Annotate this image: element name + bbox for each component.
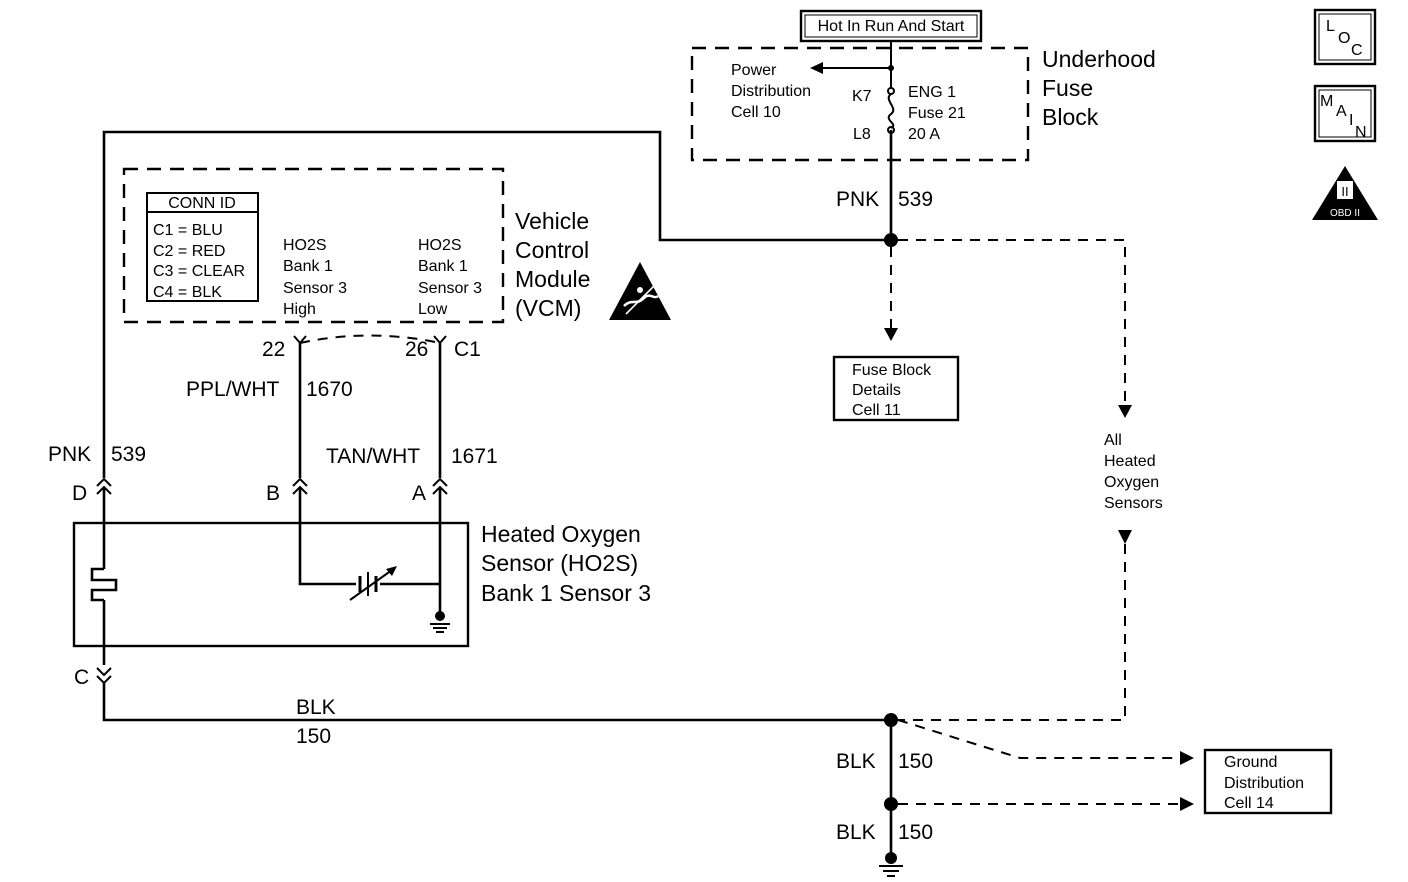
vcm-pin-22: 22 bbox=[262, 338, 285, 361]
variable-resistor-icon bbox=[349, 566, 397, 601]
ho2s-low-line-4: Low bbox=[418, 301, 448, 318]
loc-letter-l: L bbox=[1326, 18, 1335, 35]
blk-150-main-color: BLK bbox=[296, 696, 336, 719]
blk-150-b-circuit: 150 bbox=[898, 821, 933, 844]
blk-150-main-circuit: 150 bbox=[296, 725, 331, 748]
ppl-wht-label: PPL/WHT bbox=[186, 378, 280, 401]
pin-l8: L8 bbox=[853, 126, 871, 143]
ho2s-low-line-3: Sensor 3 bbox=[418, 280, 482, 297]
fuse-21-symbol bbox=[887, 93, 895, 129]
ground-distribution-line-2: Distribution bbox=[1224, 775, 1304, 792]
chassis-ground-icon bbox=[879, 852, 903, 877]
splice-blk-150-bottom bbox=[884, 797, 898, 811]
fuse-label-line-3: 20 A bbox=[908, 126, 940, 143]
sensor-pin-d: D bbox=[72, 482, 87, 505]
sensor-title-3: Bank 1 Sensor 3 bbox=[481, 580, 651, 606]
ground-distribution-line-1: Ground bbox=[1224, 754, 1277, 771]
tan-wht-label: TAN/WHT bbox=[326, 445, 420, 468]
vcm-pin-26: 26 bbox=[405, 338, 428, 361]
hot-in-run-label: Hot In Run And Start bbox=[818, 18, 965, 35]
all-sensors-line-4: Sensors bbox=[1104, 495, 1163, 512]
ho2s-low-line-2: Bank 1 bbox=[418, 258, 468, 275]
fuse-details-line-1: Fuse Block bbox=[852, 362, 932, 379]
main-badge[interactable]: M A I N bbox=[1313, 84, 1377, 143]
ground-distribution-line-3: Cell 14 bbox=[1224, 795, 1274, 812]
vcm-title-3: Module bbox=[515, 266, 590, 292]
sensor-connector-c bbox=[96, 667, 112, 685]
fuse-block-title-1: Underhood bbox=[1042, 46, 1156, 72]
ground-icon bbox=[430, 611, 450, 633]
vcm-connector-c1: C1 bbox=[454, 338, 481, 361]
pnk-539-left-circuit: 539 bbox=[111, 443, 146, 466]
pnk-539-wire-left bbox=[102, 130, 891, 478]
hot-in-run-label-box: Hot In Run And Start bbox=[799, 9, 983, 43]
all-sensors-line-2: Heated bbox=[1104, 453, 1156, 470]
obd-ii-badge[interactable]: II OBD II bbox=[1312, 166, 1378, 220]
vcm-title-2: Control bbox=[515, 237, 589, 263]
fuse-label-line-2: Fuse 21 bbox=[908, 105, 966, 122]
fuse-details-line-2: Details bbox=[852, 382, 901, 399]
sensor-connector-a bbox=[432, 477, 448, 525]
fuse-label-line-1: ENG 1 bbox=[908, 84, 956, 101]
sensor-pin-b: B bbox=[266, 482, 280, 505]
pnk-539-top-circuit: 539 bbox=[898, 188, 933, 211]
ppl-wht-circuit: 1670 bbox=[306, 378, 353, 401]
fuse-block-title-3: Block bbox=[1042, 104, 1099, 130]
vcm-title-4: (VCM) bbox=[515, 295, 581, 321]
ho2s-high-line-2: Bank 1 bbox=[283, 258, 333, 275]
underhood-fuse-block-outline bbox=[690, 46, 1030, 162]
pnk-539-top-color: PNK bbox=[836, 188, 879, 211]
heater-element-icon bbox=[90, 525, 118, 665]
blk-150-a-color: BLK bbox=[836, 750, 876, 773]
power-distribution-line-1: Power bbox=[731, 62, 777, 79]
power-distribution-line-2: Distribution bbox=[731, 83, 811, 100]
conn-id-c2: C2 = RED bbox=[153, 243, 225, 260]
blk-150-a-circuit: 150 bbox=[898, 750, 933, 773]
vcm-title-1: Vehicle bbox=[515, 208, 589, 234]
ho2s-component-box bbox=[72, 521, 470, 648]
sensor-title-1: Heated Oxygen bbox=[481, 521, 641, 547]
tan-wht-circuit: 1671 bbox=[451, 445, 498, 468]
pnk-539-left-color: PNK bbox=[48, 443, 91, 466]
pin-k7: K7 bbox=[852, 88, 872, 105]
blk-150-wire bbox=[102, 683, 891, 722]
conn-id-title: CONN ID bbox=[168, 195, 236, 212]
obd-ii-text: OBD II bbox=[1330, 208, 1360, 219]
main-letter-i: I bbox=[1349, 112, 1353, 129]
ho2s-low-line-1: HO2S bbox=[418, 237, 462, 254]
all-sensors-line-1: All bbox=[1104, 432, 1122, 449]
ho2s-high-line-1: HO2S bbox=[283, 237, 327, 254]
sensor-title-2: Sensor (HO2S) bbox=[481, 550, 638, 576]
conn-id-table: CONN ID C1 = BLU C2 = RED C3 = CLEAR C4 … bbox=[146, 192, 259, 302]
vcm-outline bbox=[122, 167, 505, 324]
loc-letter-c: C bbox=[1351, 42, 1363, 59]
ho2s-high-line-4: High bbox=[283, 301, 316, 318]
main-letter-a: A bbox=[1336, 103, 1347, 120]
sensor-connector-d bbox=[96, 477, 112, 525]
sensor-pin-a: A bbox=[412, 482, 426, 505]
ground-distribution-box: Ground Distribution Cell 14 bbox=[1203, 748, 1333, 815]
loc-letter-o: O bbox=[1338, 30, 1350, 47]
main-letter-n: N bbox=[1355, 124, 1367, 141]
power-distribution-line-3: Cell 10 bbox=[731, 104, 781, 121]
esd-warning-icon bbox=[609, 262, 671, 320]
sensor-connector-b bbox=[292, 477, 308, 525]
fuse-block-details-box: Fuse Block Details Cell 11 bbox=[832, 355, 960, 422]
conn-id-c3: C3 = CLEAR bbox=[153, 263, 245, 280]
conn-id-c1: C1 = BLU bbox=[153, 222, 223, 239]
loc-badge[interactable]: L O C bbox=[1313, 8, 1377, 66]
ho2s-high-line-3: Sensor 3 bbox=[283, 280, 347, 297]
conn-id-c4: C4 = BLK bbox=[153, 284, 222, 301]
obd-ii-roman: II bbox=[1341, 184, 1348, 199]
main-letter-m: M bbox=[1320, 93, 1333, 110]
sensor-pin-c: C bbox=[74, 666, 89, 689]
blk-150-b-color: BLK bbox=[836, 821, 876, 844]
fuse-block-title-2: Fuse bbox=[1042, 75, 1093, 101]
fuse-details-line-3: Cell 11 bbox=[852, 402, 901, 419]
all-sensors-line-3: Oxygen bbox=[1104, 474, 1159, 491]
